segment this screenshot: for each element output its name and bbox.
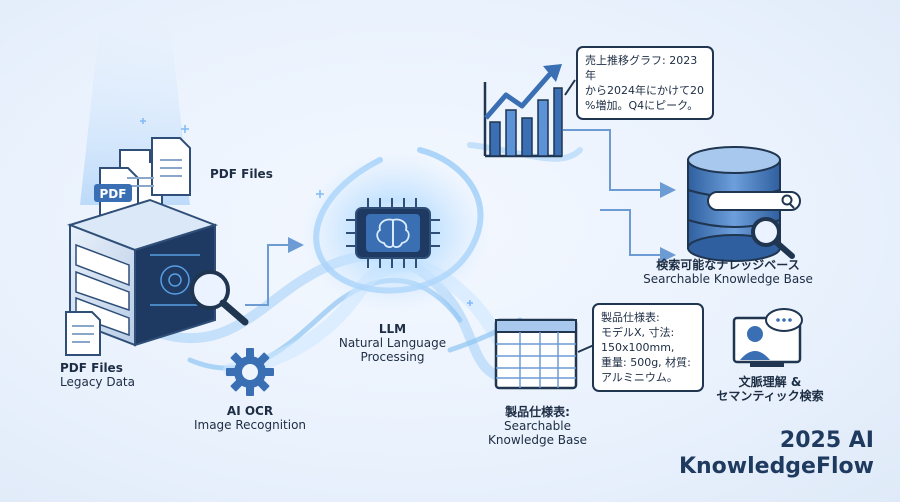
semantic-line-1: 文脈理解 &	[738, 375, 802, 389]
pdf-files-title: PDF Files	[210, 167, 273, 181]
spec-bubble-line: 150x100mm,	[601, 341, 675, 354]
spec-table-subtitle-1: Searchable	[504, 419, 571, 433]
spec-table-subtitle-2: Knowledge Base	[488, 433, 587, 447]
brain-icon	[376, 218, 410, 248]
ai-ocr-subtitle: Image Recognition	[193, 418, 307, 432]
magnifier-icon	[190, 270, 230, 310]
legacy-title: PDF Files	[60, 361, 123, 375]
spec-summary-bubble: 製品仕様表: モデルX, 寸法: 150x100mm, 重量: 500g, 材質…	[592, 303, 704, 392]
semantic-line-2: セマンティック検索	[716, 389, 824, 403]
spec-bubble-tail	[577, 344, 595, 353]
spec-table-icon	[494, 318, 578, 390]
semantic-search-person-icon	[732, 308, 803, 367]
ai-ocr-gear-icon	[226, 348, 274, 396]
llm-title: LLM	[378, 322, 407, 336]
chart-bubble-tail	[564, 79, 576, 96]
legacy-subtitle: Legacy Data	[60, 375, 135, 389]
arrow-stream-to-db	[600, 209, 676, 263]
db-magnifier-icon	[751, 217, 795, 259]
llm-label: LLM Natural Language Processing	[325, 322, 460, 364]
sales-chart-icon	[483, 64, 563, 158]
arrow-chart-to-db	[563, 129, 676, 198]
semantic-search-label: 文脈理解 & セマンティック検索	[700, 375, 840, 403]
search-bar-icon	[707, 191, 801, 211]
pdf-badge-text: PDF	[100, 187, 127, 201]
spec-bubble-line: 製品仕様表:	[601, 311, 660, 324]
spec-table-title: 製品仕様表:	[505, 405, 570, 419]
spec-bubble-line: 重量: 500g, 材質:	[601, 356, 691, 369]
brand-line-2: KnowledgeFlow	[678, 454, 874, 479]
kb-title-en: Searchable Knowledge Base	[643, 272, 813, 286]
brand-line-1: 2025 AI	[779, 428, 874, 453]
pdf-stack-label: PDF Files	[210, 167, 273, 181]
chart-bubble-line: 売上推移グラフ: 2023年	[585, 54, 698, 82]
legacy-data-label: PDF Files Legacy Data	[60, 361, 135, 389]
spec-bubble-line: モデルX, 寸法:	[601, 326, 675, 339]
legacy-document-icon	[65, 311, 101, 356]
knowledge-base-label: 検索可能なナレッジベース Searchable Knowledge Base	[630, 258, 826, 286]
llm-subtitle-2: Processing	[360, 350, 425, 364]
ai-ocr-title: AI OCR	[226, 404, 274, 418]
legacy-server-icon	[66, 198, 249, 347]
llm-chip-icon	[346, 198, 440, 268]
chart-bubble-line: から2024年にかけて20	[585, 84, 704, 97]
kb-title-ja: 検索可能なナレッジベース	[656, 258, 800, 272]
arrow-server-to-llm	[245, 237, 304, 306]
ai-ocr-label: AI OCR Image Recognition	[190, 404, 310, 432]
spec-table-label: 製品仕様表: Searchable Knowledge Base	[475, 405, 600, 447]
brand-title: 2025 AI KnowledgeFlow	[679, 428, 874, 480]
chart-summary-bubble: 売上推移グラフ: 2023年 から2024年にかけて20 %増加。Q4にピーク。	[576, 46, 714, 120]
sparkle-decorations	[140, 118, 473, 306]
llm-subtitle-1: Natural Language	[338, 336, 447, 350]
chart-bubble-line: %増加。Q4にピーク。	[585, 99, 699, 112]
spec-bubble-line: アルミニウム。	[601, 371, 678, 384]
pdf-files-stack-icon	[94, 137, 191, 226]
